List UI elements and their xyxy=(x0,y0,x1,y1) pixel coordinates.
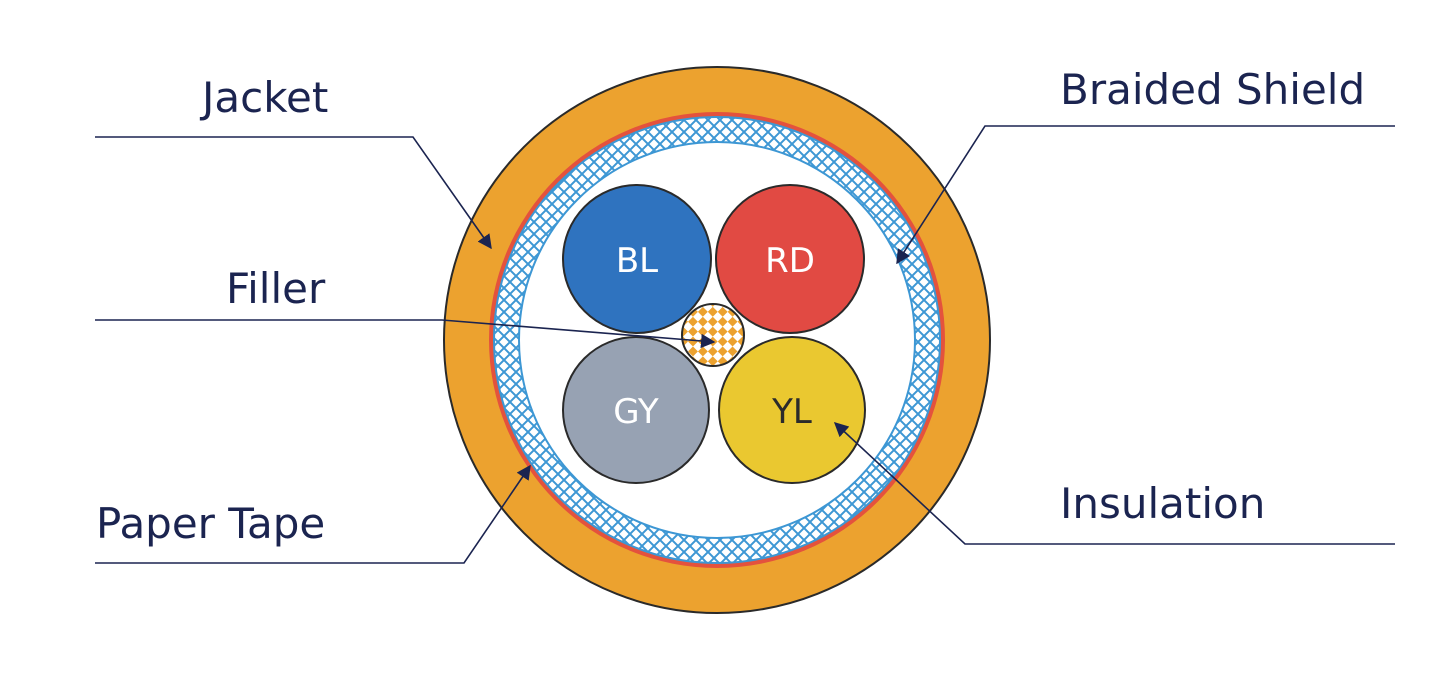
braided-shield-leader-line xyxy=(896,125,1395,265)
core-bl-label: BL xyxy=(616,241,658,281)
paper-tape-label: Paper Tape xyxy=(96,499,325,548)
filler-label: Filler xyxy=(226,264,326,313)
core-bl-insulation xyxy=(562,184,712,334)
core-rd-insulation xyxy=(715,184,865,334)
core-gy: GY xyxy=(562,336,710,484)
core-rd-label: RD xyxy=(765,241,815,281)
core-gy-label: GY xyxy=(613,392,659,432)
jacket-label: Jacket xyxy=(199,73,328,122)
core-bl: BL xyxy=(562,184,712,334)
core-yl-insulation xyxy=(718,336,866,484)
filler-leader-line xyxy=(95,319,716,349)
paper-tape-leader-line xyxy=(95,464,531,564)
jacket-leader-line xyxy=(95,136,492,250)
core-yl: YL xyxy=(718,336,866,484)
core-rd: RD xyxy=(715,184,865,334)
core-gy-insulation xyxy=(562,336,710,484)
braided-shield-label: Braided Shield xyxy=(1060,65,1365,114)
insulation-label: Insulation xyxy=(1060,479,1265,528)
core-yl-label: YL xyxy=(771,392,812,432)
insulation-leader-line xyxy=(833,422,1395,545)
filler xyxy=(681,303,745,367)
